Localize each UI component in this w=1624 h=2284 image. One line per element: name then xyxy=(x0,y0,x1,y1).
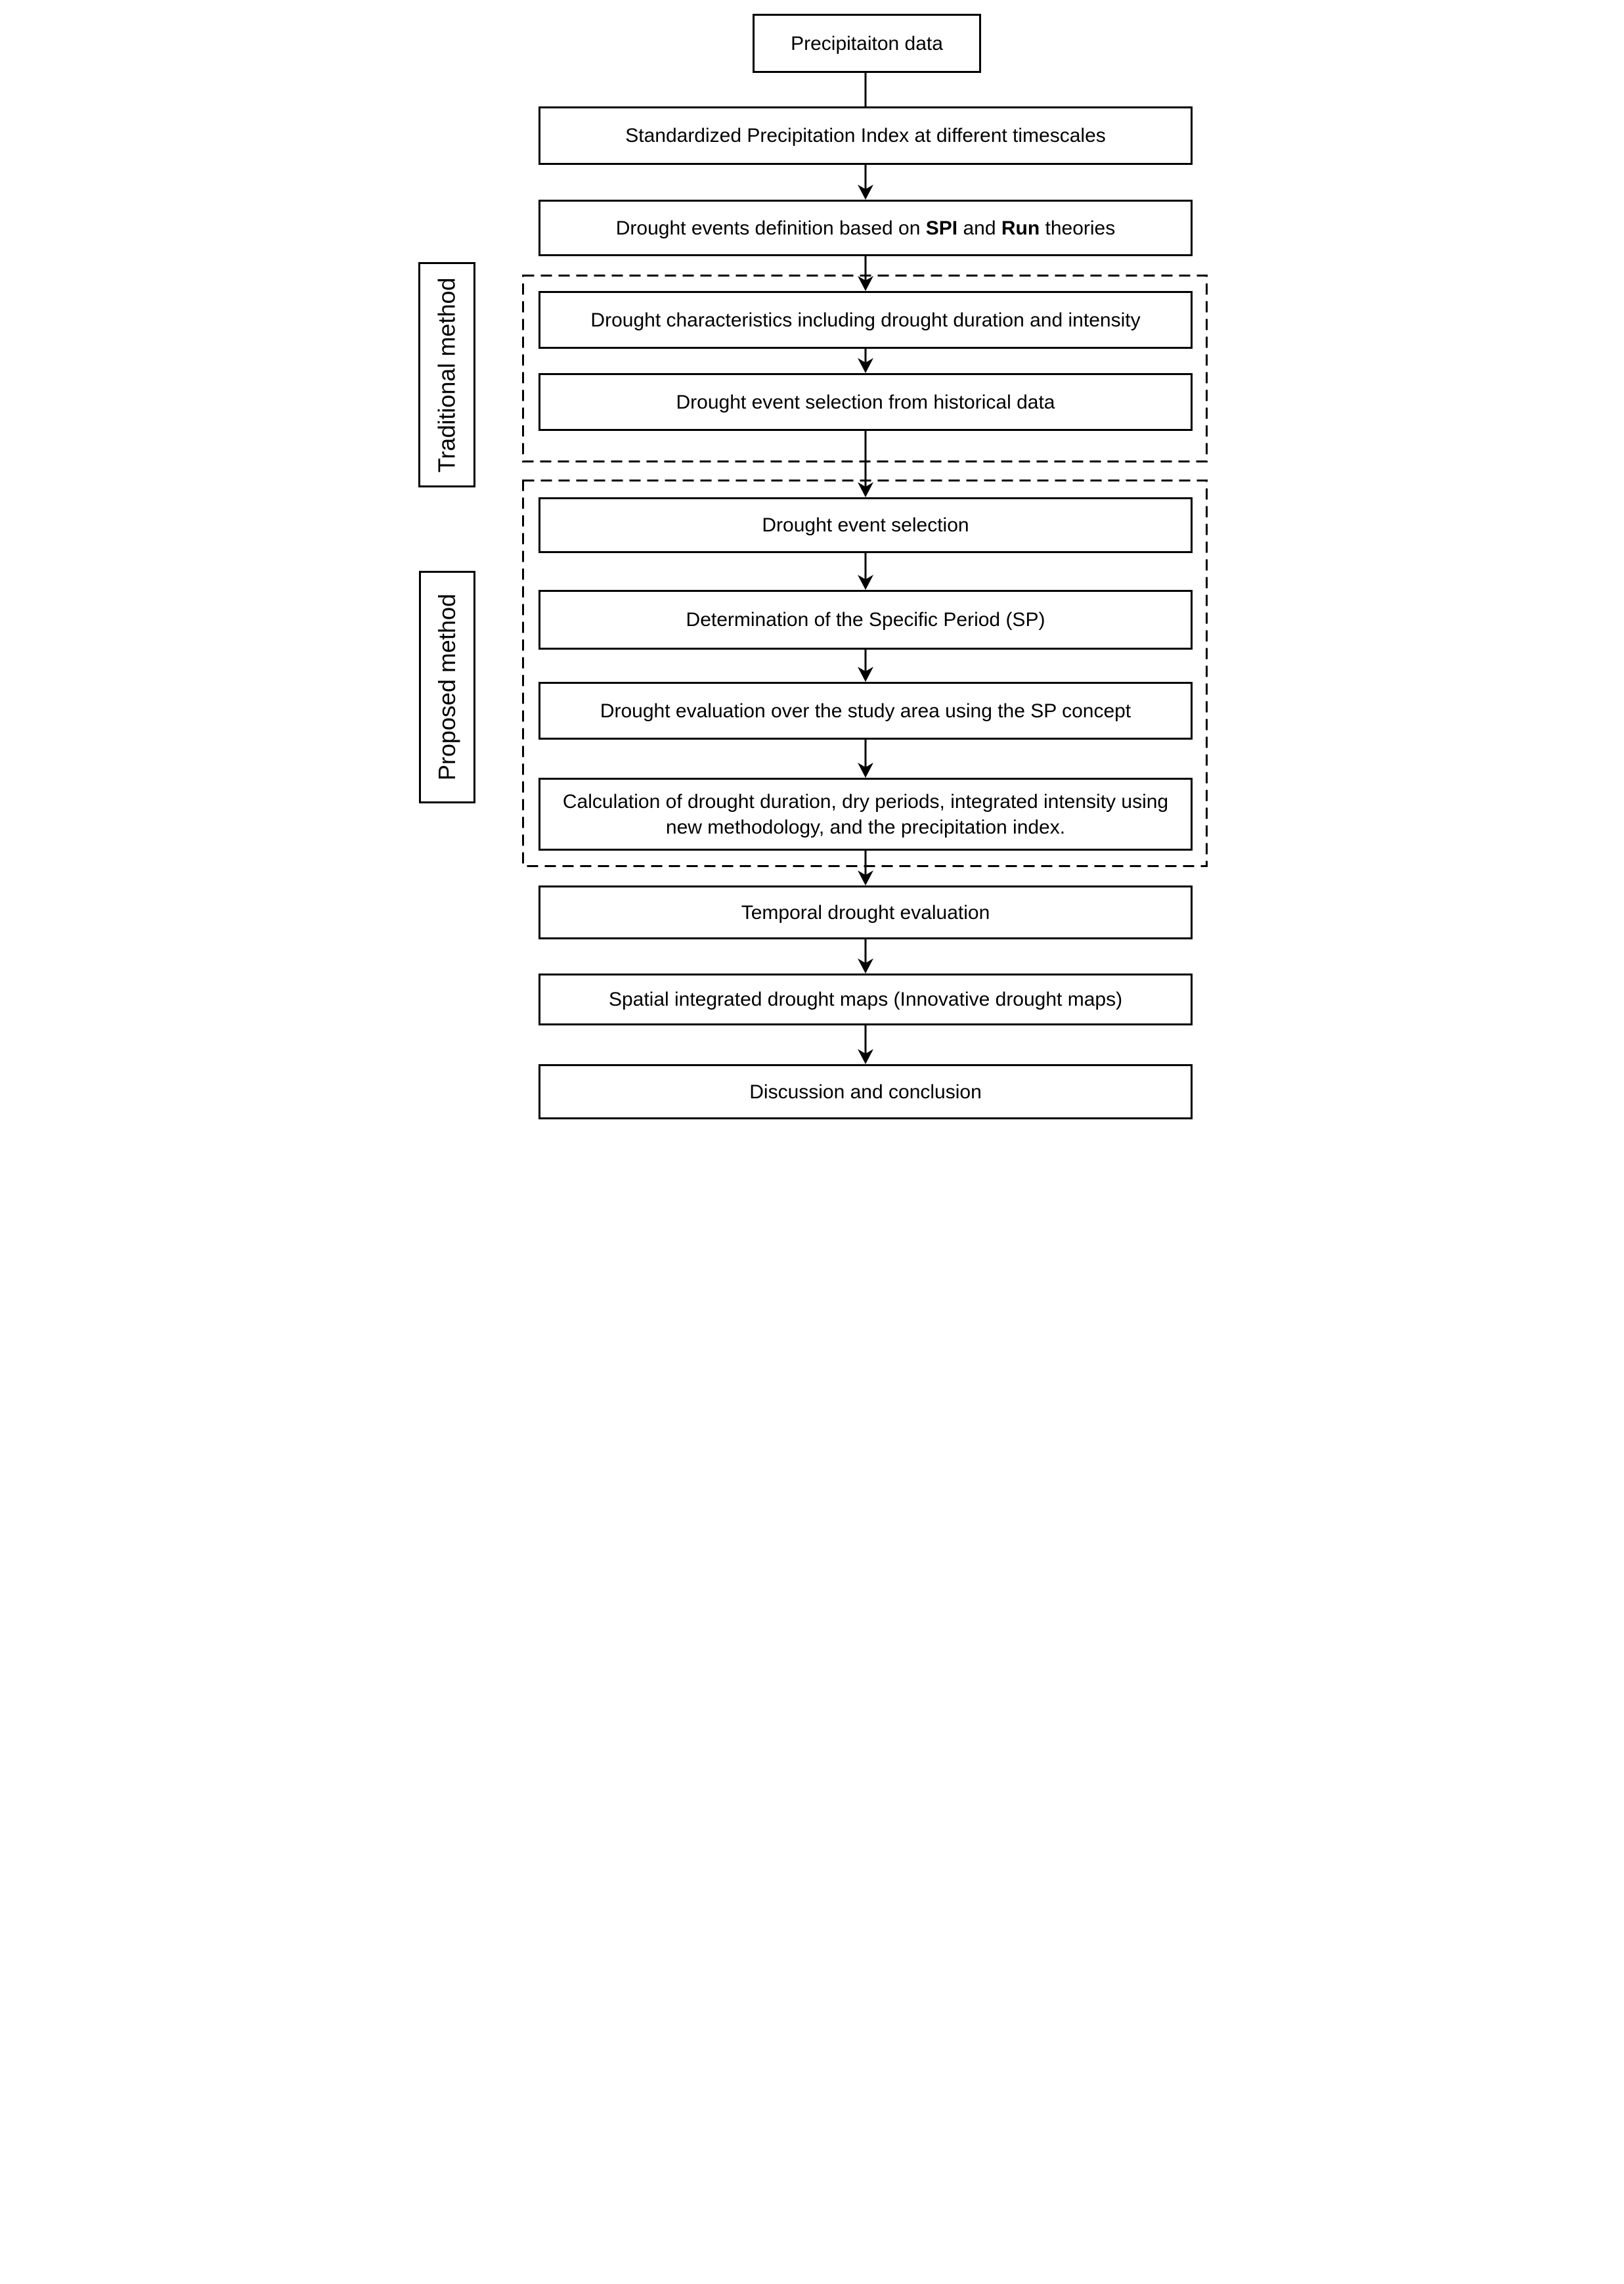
flow-line-1 xyxy=(864,73,867,106)
flow-box-label: Drought event selection from historical … xyxy=(676,391,1055,413)
traditional-method-label: Traditional method xyxy=(418,262,475,487)
flow-box-precipitation-data: Precipitaiton data xyxy=(753,14,981,73)
flow-arrow-11 xyxy=(858,1025,873,1064)
flow-box-drought-characteristics: Drought characteristics including drough… xyxy=(538,291,1193,349)
flow-box-temporal-evaluation: Temporal drought evaluation xyxy=(538,885,1193,939)
proposed-method-label: Proposed method xyxy=(419,571,475,803)
flow-arrow-10 xyxy=(858,939,873,974)
flow-box-label: Precipitaiton data xyxy=(791,32,943,55)
drought-flowchart: Precipitaiton data Standardized Precipit… xyxy=(406,0,1218,1142)
flow-arrow-7 xyxy=(858,650,873,682)
flow-arrow-5 xyxy=(858,431,873,497)
flow-arrow-8 xyxy=(858,740,873,778)
proposed-method-label-text: Proposed method xyxy=(433,593,460,781)
flow-arrow-2 xyxy=(858,165,873,200)
flow-box-drought-event-selection: Drought event selection xyxy=(538,497,1193,553)
flow-box-historical-event-selection: Drought event selection from historical … xyxy=(538,373,1193,431)
flow-box-sp-evaluation: Drought evaluation over the study area u… xyxy=(538,682,1193,740)
flow-box-label: Drought evaluation over the study area u… xyxy=(600,700,1131,722)
flow-box-label: Calculation of drought duration, dry per… xyxy=(562,790,1169,838)
flow-box-label: Determination of the Specific Period (SP… xyxy=(686,609,1045,631)
flow-box-label: Drought events definition based on SPI a… xyxy=(615,217,1116,239)
flow-box-drought-events-definition: Drought events definition based on SPI a… xyxy=(538,200,1193,256)
flow-arrow-9 xyxy=(858,851,873,885)
flow-arrow-4 xyxy=(858,349,873,373)
flow-box-label: Drought characteristics including drough… xyxy=(590,309,1141,331)
traditional-method-label-text: Traditional method xyxy=(433,277,460,472)
flow-arrow-6 xyxy=(858,553,873,590)
flow-box-label: Discussion and conclusion xyxy=(749,1081,982,1103)
flow-box-label: Standardized Precipitation Index at diff… xyxy=(625,125,1106,146)
flow-arrow-3 xyxy=(858,256,873,291)
flow-box-discussion-conclusion: Discussion and conclusion xyxy=(538,1064,1193,1119)
flow-box-label: Drought event selection xyxy=(762,514,969,536)
flow-box-spi-timescales: Standardized Precipitation Index at diff… xyxy=(538,106,1193,165)
flow-box-calculation: Calculation of drought duration, dry per… xyxy=(538,778,1193,851)
flow-box-spatial-maps: Spatial integrated drought maps (Innovat… xyxy=(538,974,1193,1025)
flow-box-label: Temporal drought evaluation xyxy=(741,901,990,924)
flow-box-label: Spatial integrated drought maps (Innovat… xyxy=(608,989,1123,1010)
flow-box-specific-period: Determination of the Specific Period (SP… xyxy=(538,590,1193,650)
